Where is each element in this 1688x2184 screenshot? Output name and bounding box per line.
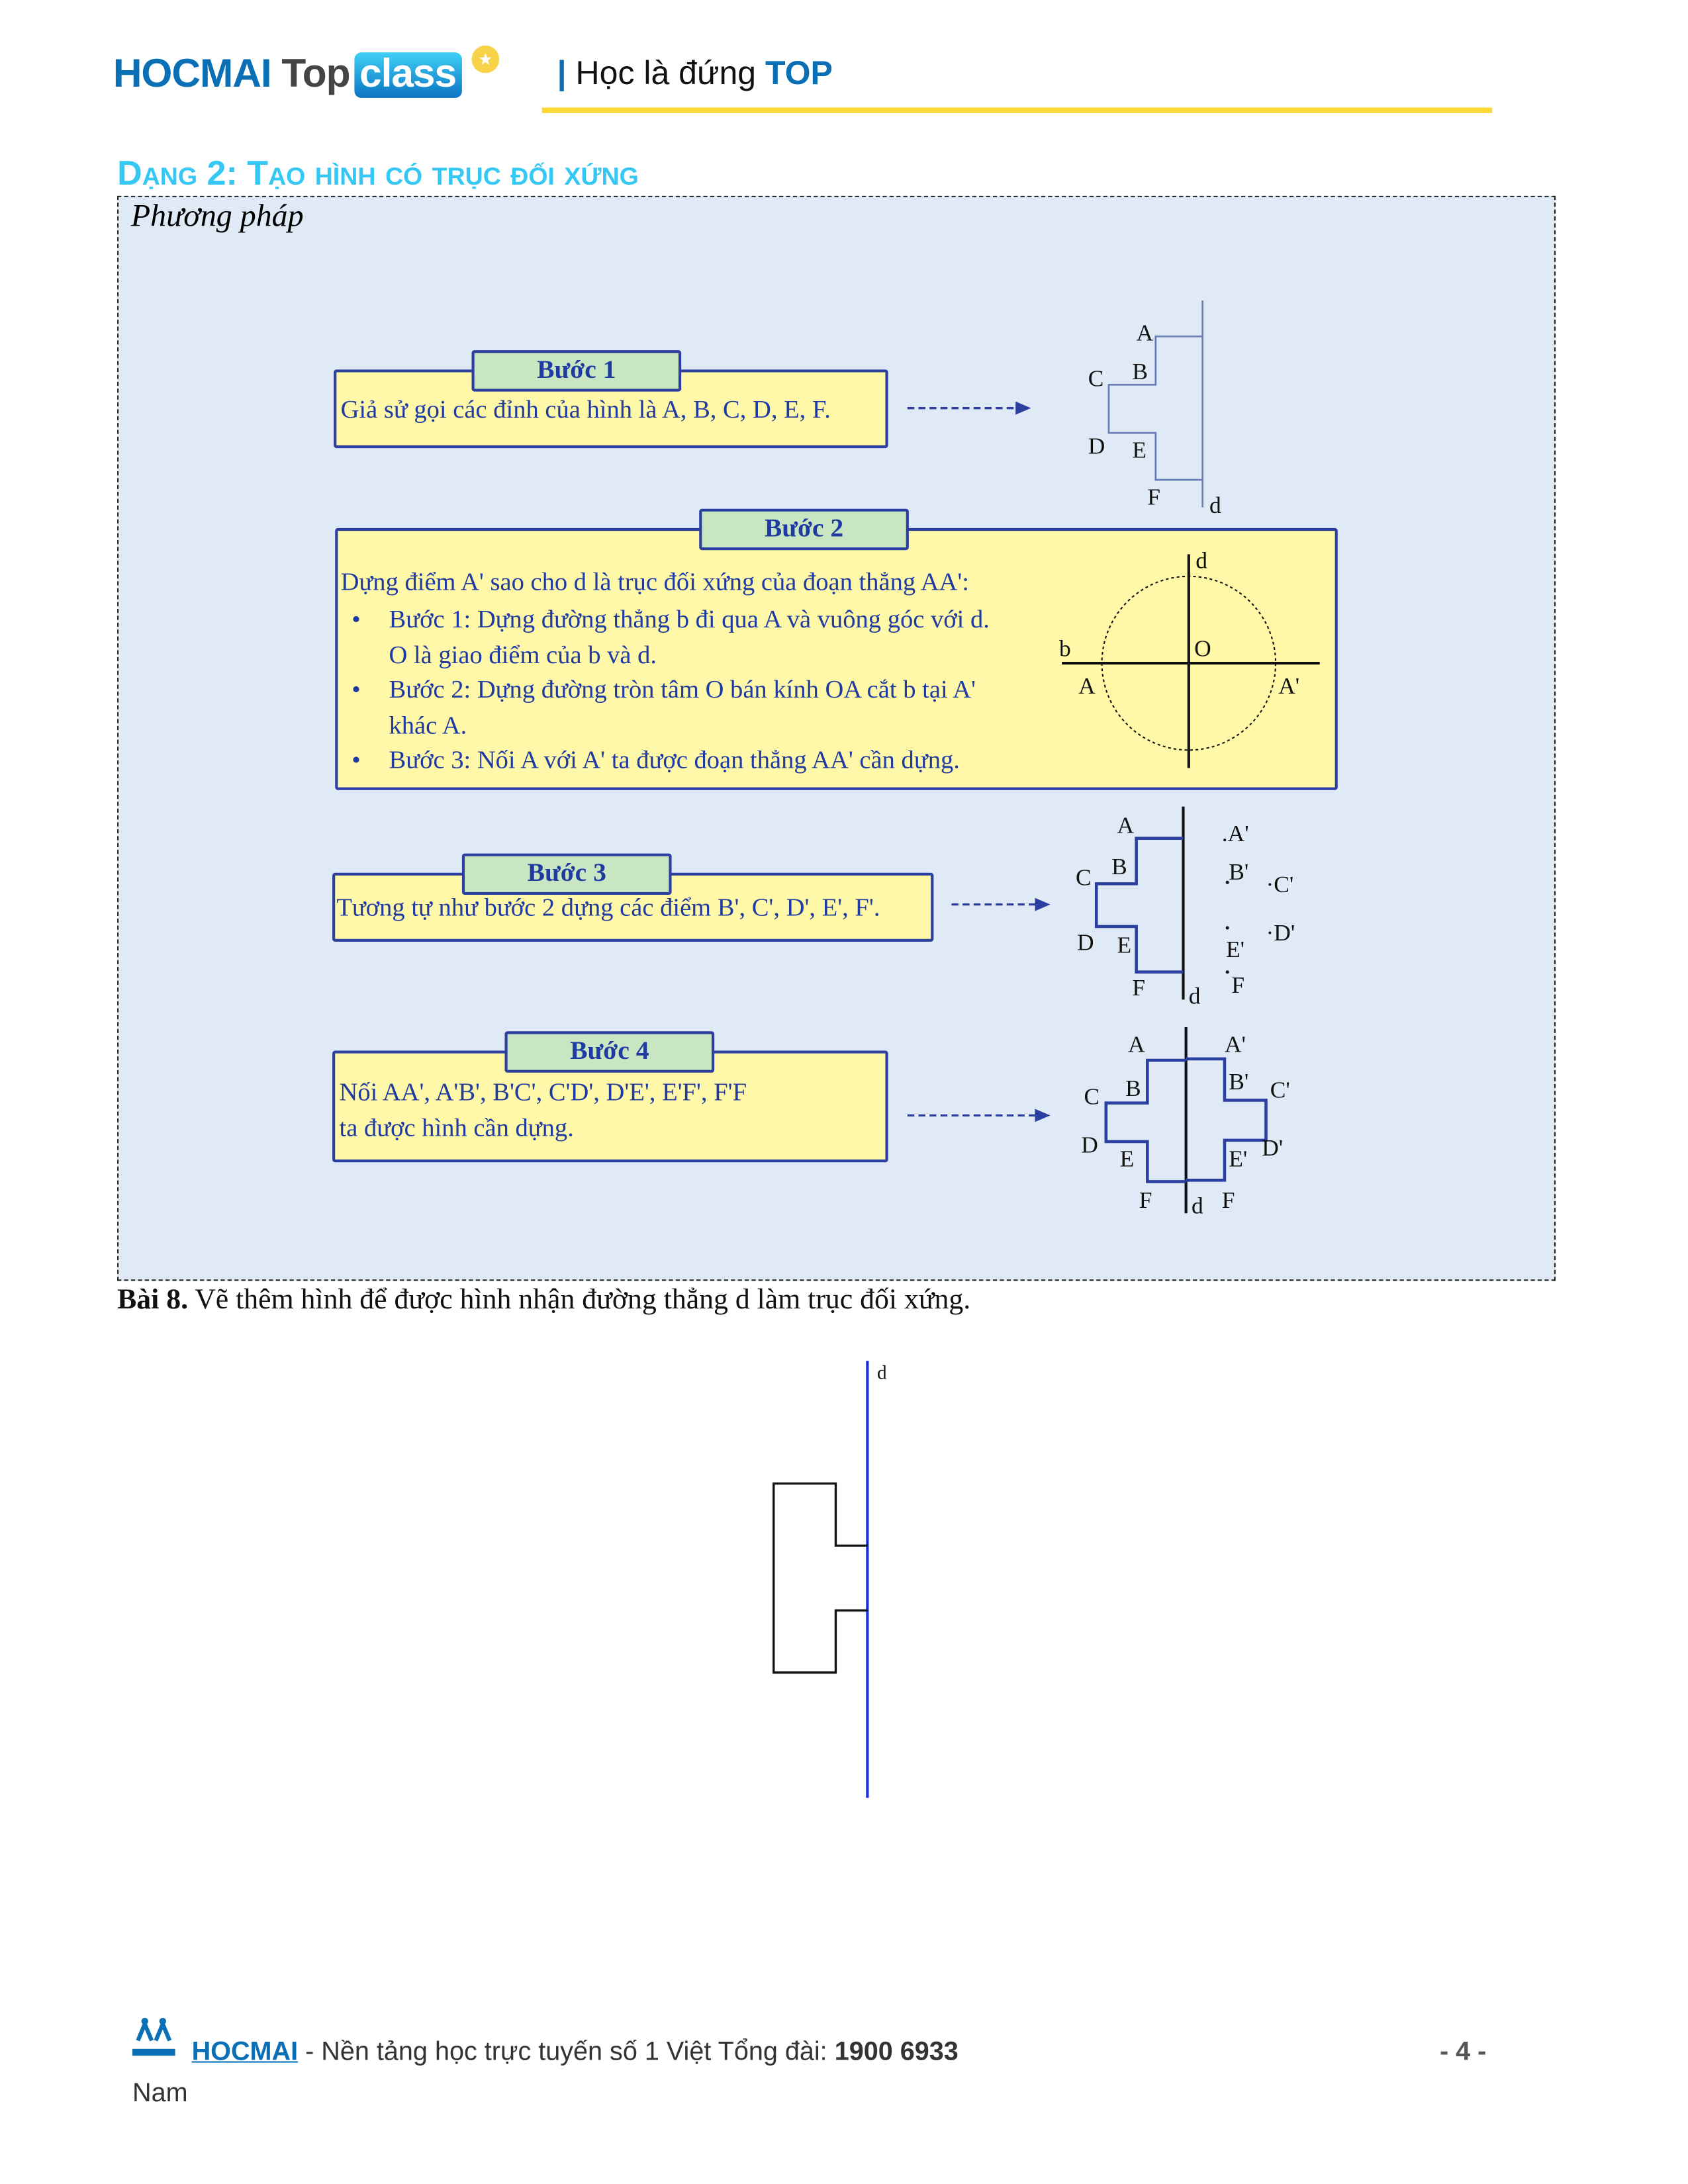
tagline-text: Học là đứng [575, 55, 757, 93]
step2-bullet-cont: O là giao điểm của b và d. [389, 641, 657, 670]
label-D-prime: D' [1262, 1134, 1283, 1161]
label-D: D [1081, 1132, 1098, 1158]
label-E: E [1117, 932, 1131, 958]
footer-line: HOCMAI - Nền tảng học trực tuyến số 1 Vi… [192, 2038, 959, 2068]
label-d: d [1192, 1192, 1203, 1218]
label-B: B [1125, 1075, 1141, 1101]
label-A-prime: .A' [1222, 820, 1249, 846]
diagram-step3: A B C D E F d .A' B' ·C' ·D' E' F [1076, 806, 1295, 1009]
step4-text-2: ta được hình cần dựng. [339, 1115, 574, 1144]
label-d: d [1189, 983, 1201, 1009]
label-d: d [1196, 547, 1207, 573]
shape-left [1104, 1058, 1186, 1183]
step2-bullet: Bước 1: Dựng đường thẳng b đi qua A và v… [352, 604, 990, 639]
label-E-prime: E' [1226, 936, 1244, 962]
hocmai-logo-icon [132, 2017, 175, 2056]
footer-phone: 1900 6933 [834, 2038, 959, 2067]
label-F: F [1139, 1187, 1152, 1213]
star-badge-icon: ★ [471, 45, 500, 73]
label-F: F [1132, 974, 1145, 1001]
shape-right [1186, 1057, 1268, 1182]
tagline-top: TOP [765, 55, 833, 93]
label-b: b [1059, 635, 1071, 662]
logo-class: class [353, 52, 462, 98]
label-A: A [1117, 811, 1134, 838]
label-A: A [1137, 320, 1154, 346]
step2-list: Bước 1: Dựng đường thẳng b đi qua A và v… [341, 604, 990, 780]
step4-label: Bước 4 [504, 1031, 715, 1073]
label-A-prime: A' [1225, 1031, 1246, 1058]
label-B: B [1111, 853, 1127, 880]
section-title: Dạng 2: Tạo hình có trục đối xứng [117, 154, 639, 193]
page-number: - 4 - [1439, 2038, 1487, 2067]
label-F-prime: F [1231, 972, 1244, 998]
header-divider [541, 107, 1493, 113]
footer-text: - Nền tảng học trực tuyến số 1 Việt Tổng… [298, 2038, 835, 2067]
step4-text-1: Nối AA', A'B', B'C', C'D', D'E', E'F', F… [339, 1079, 747, 1107]
label-C-prime: C' [1270, 1076, 1290, 1103]
label-E: E [1120, 1145, 1135, 1171]
label-C: C [1088, 365, 1104, 391]
diagram-step4: A B C D E F d A' B' C' D' E' F [1081, 1027, 1290, 1218]
label-C: C [1084, 1083, 1100, 1110]
step2-bullet-cont: khác A. [389, 712, 467, 740]
label-A: A [1128, 1031, 1145, 1058]
step1-text: Giả sử gọi các đỉnh của hình là A, B, C,… [340, 396, 831, 425]
footer-hocmai-link[interactable]: HOCMAI [191, 2038, 299, 2067]
step1-label: Bước 1 [471, 350, 682, 392]
label-E-prime: E' [1229, 1145, 1247, 1171]
step3-text: Tương tự như bước 2 dựng các điểm B', C'… [336, 895, 880, 923]
exercise-number: Bài 8. [117, 1282, 189, 1316]
label-F-prime: F [1222, 1187, 1235, 1213]
exercise-statement: Bài 8. Vẽ thêm hình để được hình nhận đư… [117, 1282, 970, 1316]
label-B-prime: B' [1229, 858, 1248, 885]
shape [773, 1482, 868, 1674]
exercise-figure: d [773, 1361, 887, 1798]
step2-bullet: Bước 3: Nối A với A' ta được đoạn thẳng … [352, 745, 989, 780]
label-O: O [1194, 635, 1211, 662]
label-d: d [877, 1362, 887, 1383]
logo-top: Top [281, 52, 350, 97]
shape [1094, 837, 1184, 974]
step2-label: Bước 2 [699, 508, 909, 551]
footer-text-cont: Nam [132, 2079, 188, 2109]
label-A-prime: A' [1278, 672, 1299, 699]
method-label: Phương pháp [130, 198, 304, 234]
label-B: B [1132, 358, 1148, 385]
label-C-prime: ·C' [1266, 871, 1293, 897]
label-B-prime: B' [1229, 1068, 1248, 1095]
step2-intro: Dựng điểm A' sao cho d là trục đối xứng … [340, 569, 970, 598]
tagline: | Học là đứng TOP [557, 55, 833, 93]
logo-hocmai: HOCMAI [113, 52, 272, 97]
label-D-prime: ·D' [1266, 919, 1295, 946]
label-d: d [1209, 492, 1221, 518]
label-D: D [1088, 432, 1105, 459]
label-A: A [1078, 672, 1096, 699]
label-E: E [1132, 437, 1147, 463]
shape [1107, 335, 1203, 481]
exercise-text: Vẽ thêm hình để được hình nhận đường thẳ… [188, 1282, 971, 1316]
step2-bullet: Bước 2: Dựng đường tròn tâm O bán kính O… [352, 674, 989, 709]
label-C: C [1076, 864, 1092, 890]
label-F: F [1147, 483, 1160, 510]
diagram-step1: A B C D E F d [1088, 300, 1221, 518]
label-D: D [1077, 929, 1094, 955]
step3-label: Bước 3 [461, 853, 672, 895]
diagram-step2: d b O A A' [1059, 547, 1320, 768]
